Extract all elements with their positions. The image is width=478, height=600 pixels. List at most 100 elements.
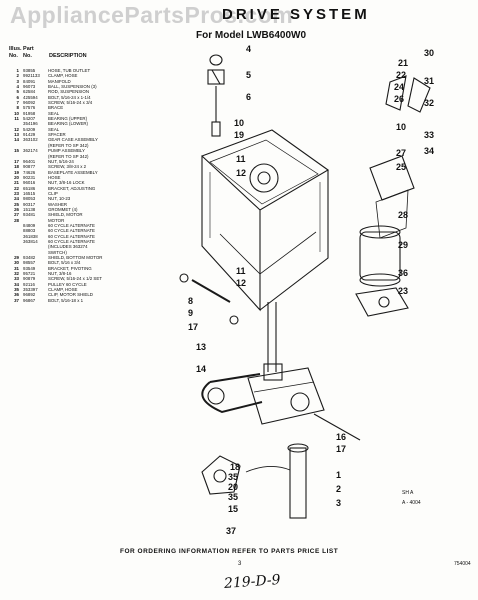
parts-cell-desc: (REFER TO SP 342) [48,153,89,159]
parts-cell-no: 7 [16,100,19,106]
callout-number: 6 [246,92,252,102]
callout-number: 15 [228,504,239,514]
diagram-ref-1: SH A [402,490,414,496]
callout-number: 35 [228,492,239,502]
callout-number: 12 [236,278,247,288]
parts-cell-desc: SCREW, 5/16-24 x 3/4 [48,100,93,106]
callout-number: 32 [424,98,435,108]
parts-cell-desc: CLIP [48,190,58,196]
callout-number: 14 [196,364,207,374]
parts-cell-no: 18 [14,164,19,170]
parts-cell-no: 29 [14,255,19,261]
parts-cell-part: 90879 [23,276,36,282]
ordering-footer: FOR ORDERING INFORMATION REFER TO PARTS … [120,548,339,555]
parts-cell-desc: SWITCH) [48,249,67,255]
pump-and-hoses [201,443,309,519]
parts-cell-desc: SCREW, 5/16-24 x 1/2 SET [48,276,102,282]
parts-cell-desc: ROD, SUSPENSION [48,89,89,95]
parts-cell-no: 13 [14,132,19,138]
parts-cell-part: 62584 [23,89,36,95]
parts-cell-part: 65186 [23,185,36,191]
parts-cell-no: 24 [14,196,19,202]
parts-cell-no: 35 [14,287,19,293]
header-no: No. [9,53,18,59]
parts-cell-desc: NUT, 5/16-24 [48,158,74,164]
callout-number: 2 [336,484,342,494]
parts-cell-desc: BASEPLATE ASSEMBLY [48,169,98,175]
parts-cell-part: 9921133 [23,73,40,79]
parts-cell-part: 98053 [23,196,36,202]
page-number: 3 [238,561,242,567]
parts-cell-desc: NUT, 10-23 [48,196,71,202]
parts-cell-part: 363102 [23,137,38,143]
parts-cell-desc: BRACKET, ADJUSTING [48,185,96,191]
callout-number: 5 [246,70,252,80]
parts-cell-no: 1 [16,68,19,73]
callout-number: 8 [188,296,194,306]
parts-cell-part: 96016 [23,180,36,186]
parts-cell-no: 4 [16,84,19,90]
parts-cell-desc: HOSE, TUB OUTLET [48,68,91,73]
parts-cell-no: 3 [16,78,19,84]
parts-cell-part: 361838 [23,233,38,239]
parts-cell-no: 2 [16,73,19,79]
parts-cell-no: 20 [14,174,19,180]
callout-number: 36 [398,268,409,278]
parts-cell-desc: SEAL [48,126,60,132]
callout-number: 29 [398,240,409,250]
parts-row: SWITCH) [9,250,105,255]
parts-cell-part: 363814 [23,239,38,244]
parts-cell-no: 5 [16,89,19,95]
exploded-drive-diagram [179,54,431,519]
parts-cell-desc: BEARING (UPPER) [48,116,88,122]
parts-cell-part: 93481 [23,212,36,218]
parts-cell-part: 54209 [23,126,36,132]
callout-number: 17 [188,322,199,332]
parts-cell-no: 25 [14,201,19,207]
parts-cell-no: 19 [14,169,19,175]
callout-number: 33 [424,130,435,140]
callout-number: 10 [396,122,407,132]
parts-cell-no: 17 [14,158,19,164]
form-number: 754004 [454,561,471,567]
callout-number: 26 [394,94,405,104]
callout-number: 13 [196,342,207,352]
parts-cell-desc: (INCLUDES 363274 [48,244,88,250]
parts-cell-part: 354196 [23,121,38,127]
gear-case-assembly [201,302,325,425]
parts-cell-part: 98557 [23,260,36,266]
parts-cell-part: 92116 [23,281,35,287]
parts-cell-desc: 60 CYCLE ALTERNATE [48,239,95,244]
parts-cell-part: 57576 [23,105,36,111]
parts-cell-part: 84091 [23,78,36,84]
header-part-no: No. [23,53,32,59]
parts-cell-part: 16515 [23,190,36,196]
parts-cell-no: 32 [14,271,19,277]
callout-number: 23 [398,286,409,296]
parts-cell-no: 8 [16,105,19,111]
parts-cell-no: 28 [14,217,19,223]
parts-cell-part: 93482 [23,255,36,261]
